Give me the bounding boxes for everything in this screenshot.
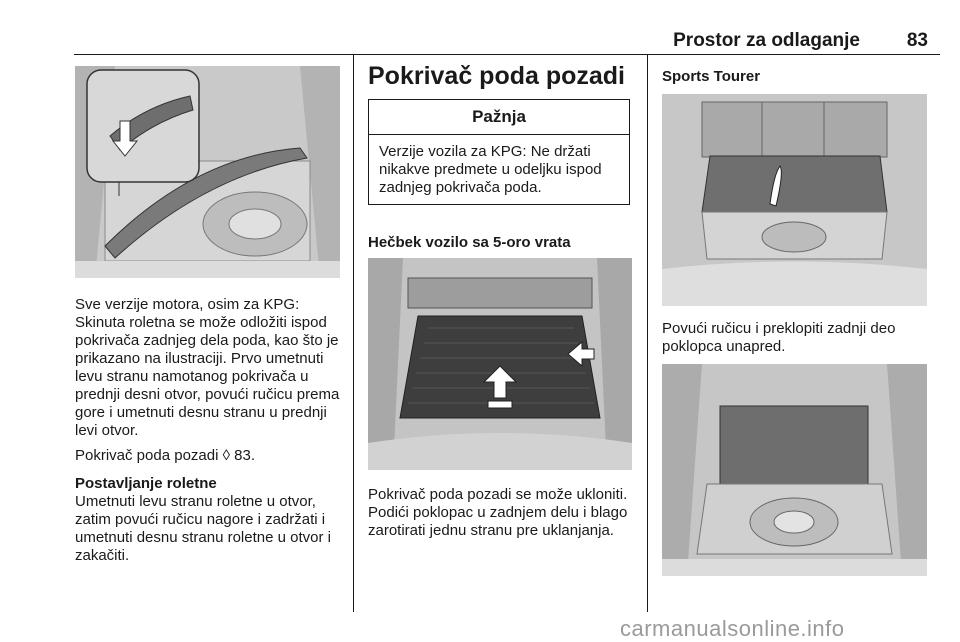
stowing-paragraph: Sve verzije motora, osim za KPG: Skinuta… xyxy=(75,296,340,439)
cross-reference-paragraph: Pokrivač poda pozadi ◊ 83. xyxy=(75,447,256,464)
sports-tourer-paragraph: Povući ručicu i preklopiti zadnji deo po… xyxy=(662,320,896,355)
header-divider xyxy=(74,54,940,55)
notice-body: Verzije vozila za KPG: Ne držati nikakve… xyxy=(379,143,602,196)
hatchback-subheading: Hečbek vozilo sa 5-oro vrata xyxy=(368,234,571,251)
column-divider-2 xyxy=(647,54,648,612)
sports-tourer-handle-illustration xyxy=(662,94,927,306)
sports-tourer-folded-cover-illustration xyxy=(662,364,927,576)
notice-box: Pažnja Verzije vozila za KPG: Ne držati … xyxy=(368,99,630,205)
notice-title: Pažnja xyxy=(369,100,629,135)
hatchback-floor-cover-illustration xyxy=(368,258,632,470)
cargo-cover-stowed-illustration xyxy=(75,66,340,278)
column-divider-1 xyxy=(353,54,354,612)
column-2-text: Pokrivač poda pozadi se može ukloniti. P… xyxy=(368,486,636,547)
column-3-text: Povući ručicu i preklopiti zadnji deo po… xyxy=(662,320,932,363)
installing-subheading: Postavljanje roletne xyxy=(75,475,217,492)
watermark: carmanualsonline.info xyxy=(620,616,845,641)
installing-paragraph: Umetnuti levu stranu roletne u otvor, za… xyxy=(75,493,331,564)
section-heading: Pokrivač poda pozadi xyxy=(368,62,626,90)
hatchback-paragraph: Pokrivač poda pozadi se može ukloniti. P… xyxy=(368,486,628,539)
column-1-text: Sve verzije motora, osim za KPG: Skinuta… xyxy=(75,296,343,572)
page-title: Prostor za odlaganje xyxy=(673,30,860,51)
sports-tourer-subheading: Sports Tourer xyxy=(662,68,761,85)
page-number: 83 xyxy=(906,30,928,51)
